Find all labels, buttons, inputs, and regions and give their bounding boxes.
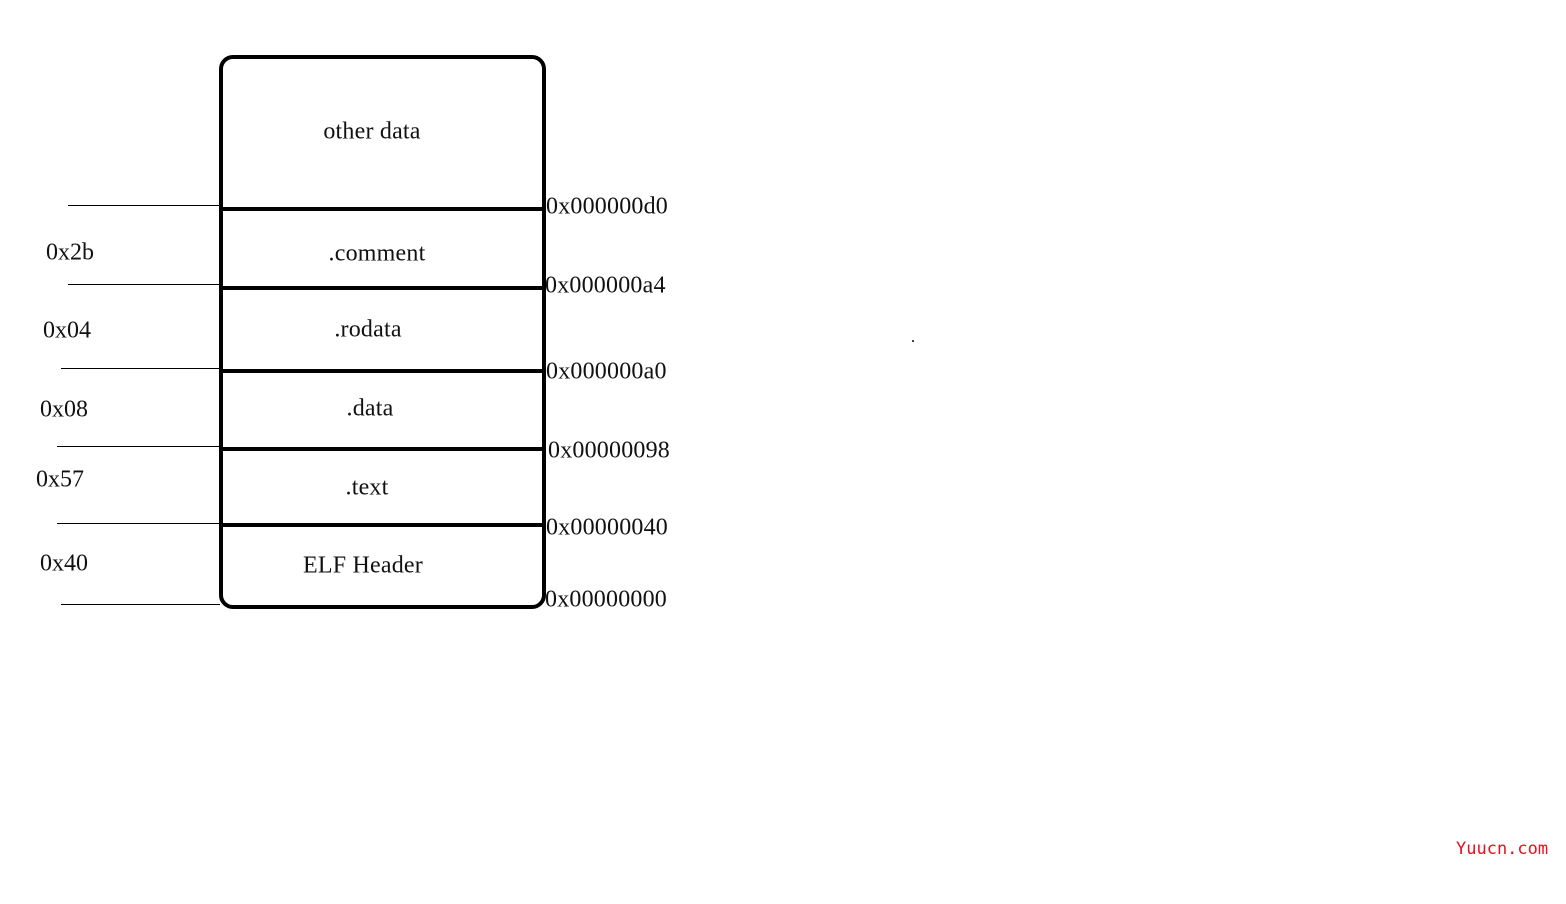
- size-label-text: 0x57: [36, 466, 84, 493]
- section-label-rodata: .rodata: [334, 316, 402, 343]
- guide-line-data-bottom: [57, 446, 220, 447]
- offset-label-98: 0x00000098: [548, 437, 670, 464]
- size-label-data: 0x08: [40, 396, 88, 423]
- separator-rodata-data: [223, 369, 542, 373]
- size-label-elf-header: 0x40: [40, 550, 88, 577]
- size-label-comment: 0x2b: [46, 239, 94, 266]
- guide-line-rodata-bottom: [61, 368, 220, 369]
- offset-label-a0: 0x000000a0: [546, 358, 667, 385]
- guide-line-text-bottom: [57, 523, 220, 524]
- section-label-text: .text: [345, 474, 389, 501]
- separator-comment-rodata: [223, 286, 542, 290]
- guide-line-comment-bottom: [68, 284, 220, 285]
- section-label-comment: .comment: [328, 240, 426, 267]
- offset-label-40: 0x00000040: [546, 514, 668, 541]
- offset-label-a4: 0x000000a4: [545, 272, 666, 299]
- section-label-other-data: other data: [323, 118, 421, 145]
- offset-label-00: 0x00000000: [545, 586, 667, 613]
- watermark-text: Yuucn.com: [1456, 839, 1549, 859]
- size-label-rodata: 0x04: [43, 317, 91, 344]
- separator-other-comment: [223, 207, 542, 211]
- separator-data-text: [223, 447, 542, 451]
- separator-text-header: [223, 523, 542, 527]
- section-label-data: .data: [346, 395, 394, 422]
- section-stack: [219, 55, 546, 609]
- guide-line-header-bottom: [61, 604, 220, 605]
- offset-label-d0: 0x000000d0: [546, 193, 668, 220]
- guide-line-comment-top: [68, 205, 220, 206]
- section-label-elf-header: ELF Header: [303, 552, 423, 579]
- stray-dot: [912, 340, 914, 342]
